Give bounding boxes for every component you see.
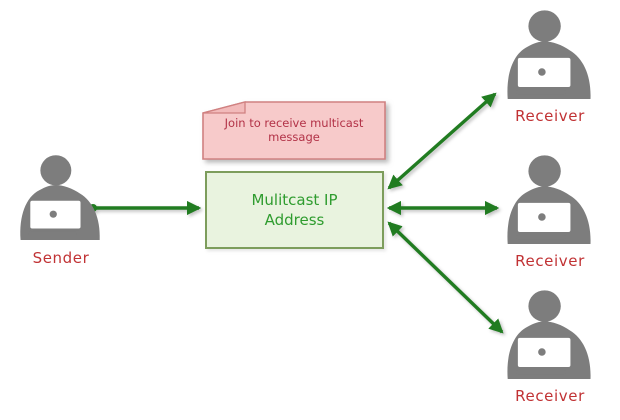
person-laptop-icon — [505, 149, 595, 249]
box-to-receiver-1-arrow — [387, 92, 497, 190]
box-to-receiver-3-arrow — [387, 221, 504, 334]
join-note: Join to receive multicast message — [201, 97, 387, 162]
receiver-3-actor: Receiver — [502, 284, 598, 405]
person-laptop-icon — [505, 4, 595, 104]
sender-label: Sender — [32, 249, 90, 267]
receiver-3-label: Receiver — [515, 387, 585, 405]
receiver-1-label: Receiver — [515, 107, 585, 125]
note-text: Join to receive multicast message — [224, 116, 364, 144]
multicast-ip-box: Mulitcast IP Address — [205, 171, 384, 249]
receiver-2-actor: Receiver — [502, 149, 598, 270]
multicast-box-line2: Address — [264, 211, 325, 229]
receiver-1-actor: Receiver — [502, 4, 598, 125]
multicast-box-line1: Mulitcast IP — [251, 191, 338, 209]
sender-actor: Sender — [15, 148, 107, 267]
receiver-2-label: Receiver — [515, 252, 585, 270]
person-laptop-icon — [18, 148, 104, 246]
person-laptop-icon — [505, 284, 595, 384]
note-shape — [202, 101, 386, 160]
